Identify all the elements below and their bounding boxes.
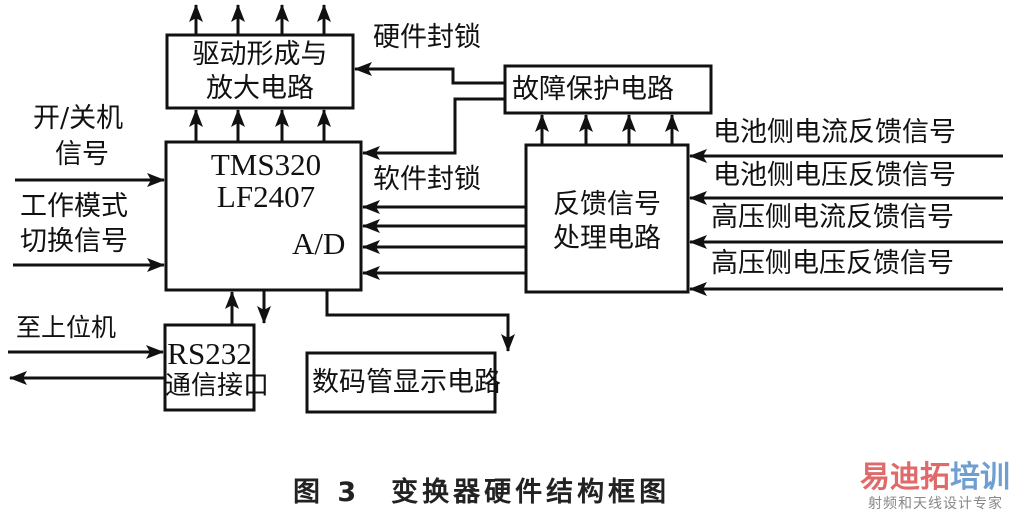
feedback-signal-label-4: 高压侧电压反馈信号 [711,248,954,279]
feedback-to-adc-arrows [362,200,526,280]
dsp-label-2: LF2407 [216,179,316,214]
hardware-lock-wire [354,62,505,85]
display-box [305,351,497,414]
host-label: 至上位机 [16,313,117,342]
rs232-label-2: 通信接口 [165,371,270,401]
feedback-signal-label-1: 电池侧电流反馈信号 [713,117,956,148]
hardware-lock-label: 硬件封锁 [373,22,481,53]
feedback-processing-label-1: 反馈信号 [553,189,661,220]
feedback-processing-label-2: 处理电路 [553,223,661,254]
rs232-label-1: RS232 [167,336,252,371]
mode-switch-label-2: 切换信号 [20,226,128,257]
fault-protection-label: 故障保护电路 [512,74,674,105]
drive-circuit-box [165,33,355,110]
dsp-to-drive-arrows [189,109,331,142]
watermark-logo: 易迪拓培训 [860,462,1010,494]
fault-protection-box [503,64,713,115]
software-lock-wire [362,97,505,160]
dsp-adc-port-label: A/D [292,226,346,261]
feedback-signal-input-arrows [689,149,1003,296]
figure-caption: 图 3 变换器硬件结构框图 [293,477,671,508]
rs232-box [163,323,256,412]
power-switch-label-1: 开/关机 [33,103,124,134]
dsp-to-display-wire [325,290,515,352]
software-lock-label: 软件封锁 [373,164,481,195]
feedback-processing-box [524,143,690,294]
drive-circuit-label-2: 放大电路 [206,73,314,104]
drive-output-arrows [189,4,331,35]
mode-switch-label-1: 工作模式 [20,191,128,222]
drive-circuit-label-1: 驱动形成与 [192,39,328,70]
feedback-to-fault-arrows [535,114,679,145]
display-label: 数码管显示电路 [312,367,501,398]
feedback-signal-label-2: 电池侧电压反馈信号 [713,160,956,191]
power-switch-label-2: 信号 [55,139,109,170]
feedback-signal-label-3: 高压侧电流反馈信号 [711,202,954,233]
watermark-brand-blue: 培训 [950,460,1010,495]
dsp-box [164,140,363,292]
watermark-tagline: 射频和天线设计专家 [868,496,1003,512]
watermark-brand-red: 易迪拓 [860,460,950,495]
dsp-label-1: TMS320 [210,147,322,182]
